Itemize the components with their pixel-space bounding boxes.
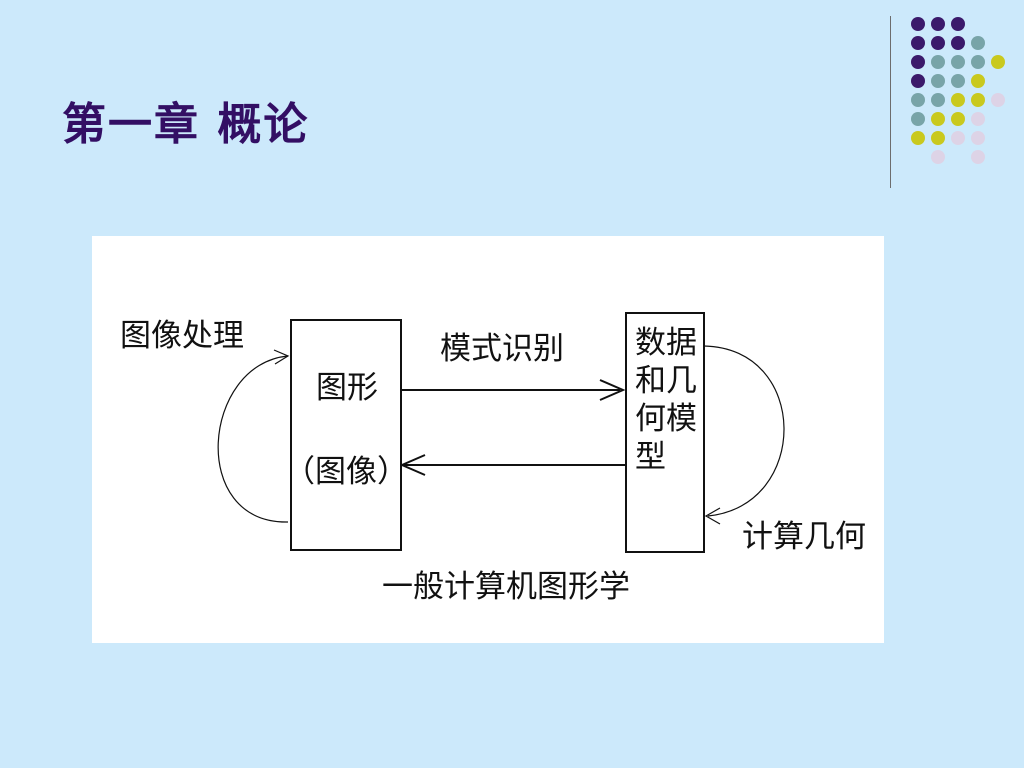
decoration-dot xyxy=(971,36,985,50)
decoration-dot xyxy=(911,93,925,107)
decoration-dot xyxy=(971,112,985,126)
decoration-dot xyxy=(911,74,925,88)
pattern-recognition-label: 模式识别 xyxy=(440,331,564,367)
decoration-dot xyxy=(991,93,1005,107)
decoration-dot xyxy=(911,17,925,31)
decoration-dot xyxy=(951,55,965,69)
decoration-dot xyxy=(911,112,925,126)
slide-title: 第一章 概论 xyxy=(62,99,310,150)
graphics-image-box: 图形 （图像） xyxy=(284,319,408,551)
computer-graphics-label: 一般计算机图形学 xyxy=(382,569,630,605)
decoration-dot xyxy=(931,131,945,145)
computer-graphics-arrowhead xyxy=(399,454,426,476)
decoration-dot xyxy=(971,55,985,69)
decoration-dot xyxy=(911,55,925,69)
decoration-dot xyxy=(931,55,945,69)
decoration-dot xyxy=(951,131,965,145)
decoration-dot xyxy=(951,112,965,126)
graphics-box-title: 图形 xyxy=(316,370,378,406)
decoration-dot xyxy=(931,36,945,50)
computational-geometry-label: 计算几何 xyxy=(742,519,866,555)
decoration-dot xyxy=(971,131,985,145)
pattern-recognition-arrowhead xyxy=(599,379,626,401)
decoration-dot xyxy=(971,74,985,88)
image-processing-loop xyxy=(217,355,289,523)
decoration-dot xyxy=(951,36,965,50)
data-geometry-model-box: 数据和几何模型 xyxy=(625,312,705,553)
decoration-dot xyxy=(991,55,1005,69)
decoration-dot xyxy=(951,74,965,88)
image-processing-arrowhead xyxy=(273,349,290,365)
decoration-dot xyxy=(931,93,945,107)
decoration-dot xyxy=(951,93,965,107)
diagram-panel: 图形 （图像） 数据和几何模型 模式识别 一般计算机图形学 图像处理 计算几何 xyxy=(92,236,884,643)
decoration-dot xyxy=(931,150,945,164)
decoration-dot xyxy=(931,74,945,88)
diagram-arrows xyxy=(217,345,785,525)
divider-line xyxy=(890,16,891,188)
graphics-box-subtitle: （图像） xyxy=(284,454,408,490)
decoration-dot xyxy=(911,36,925,50)
computational-geometry-loop xyxy=(703,345,785,517)
decoration-dot xyxy=(931,112,945,126)
data-model-box-text: 数据和几何模型 xyxy=(635,325,697,475)
decoration-dot xyxy=(971,150,985,164)
decoration-dot xyxy=(951,17,965,31)
image-processing-label: 图像处理 xyxy=(120,318,244,354)
computational-geometry-arrowhead xyxy=(704,507,721,525)
decoration-dot xyxy=(971,93,985,107)
decoration-dot xyxy=(911,131,925,145)
decoration-dot xyxy=(931,17,945,31)
